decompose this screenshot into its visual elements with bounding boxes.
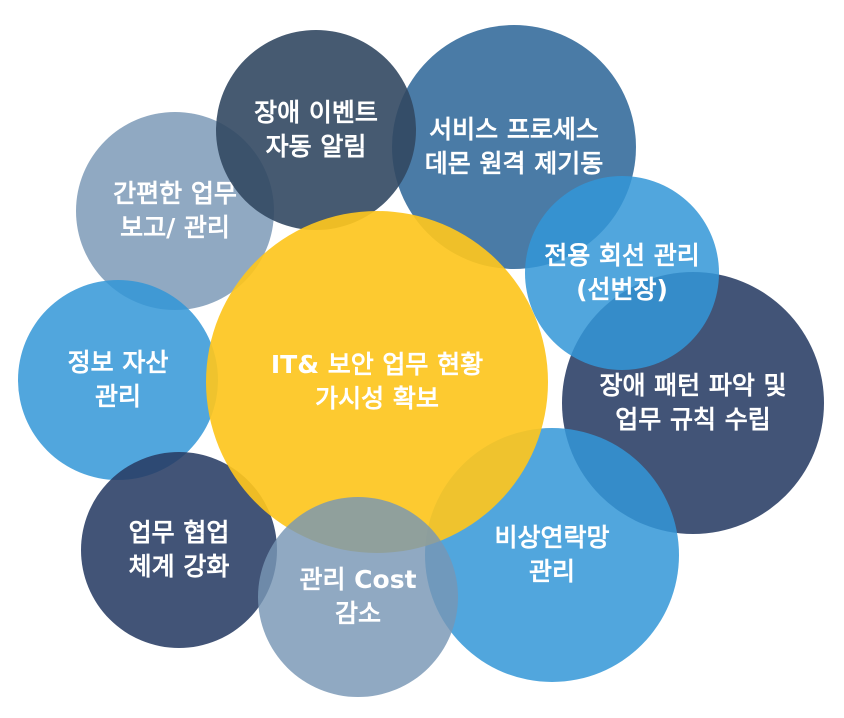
circle-label: 장애 패턴 파악 및 업무 규칙 수립 (599, 371, 787, 434)
circle-incident-alert: 장애 이벤트 자동 알림 (216, 30, 416, 230)
circle-label: 비상연락망 관리 (494, 523, 610, 586)
circle-label: 전용 회선 관리 (선번장) (544, 241, 700, 304)
circle-cost-reduction: 관리 Cost 감소 (258, 497, 458, 697)
circle-center-label: IT& 보안 업무 현황 가시성 확보 (270, 350, 484, 413)
circle-label: 서비스 프로세스 데몬 원격 제기동 (424, 115, 604, 178)
circle-center-visibility: IT& 보안 업무 현황 가시성 확보 (206, 211, 548, 553)
circle-info-asset: 정보 자산 관리 (18, 280, 218, 480)
circle-label: 간편한 업무 보고/ 관리 (113, 179, 237, 242)
circle-label: 정보 자산 관리 (67, 348, 169, 411)
circle-label: 장애 이벤트 자동 알림 (254, 98, 378, 161)
circle-label: 관리 Cost 감소 (299, 565, 417, 628)
circle-dedicated-line: 전용 회선 관리 (선번장) (525, 176, 719, 370)
circle-label: 업무 협업 체계 강화 (128, 518, 230, 581)
circle-emergency-contact: 비상연락망 관리 (425, 428, 679, 682)
